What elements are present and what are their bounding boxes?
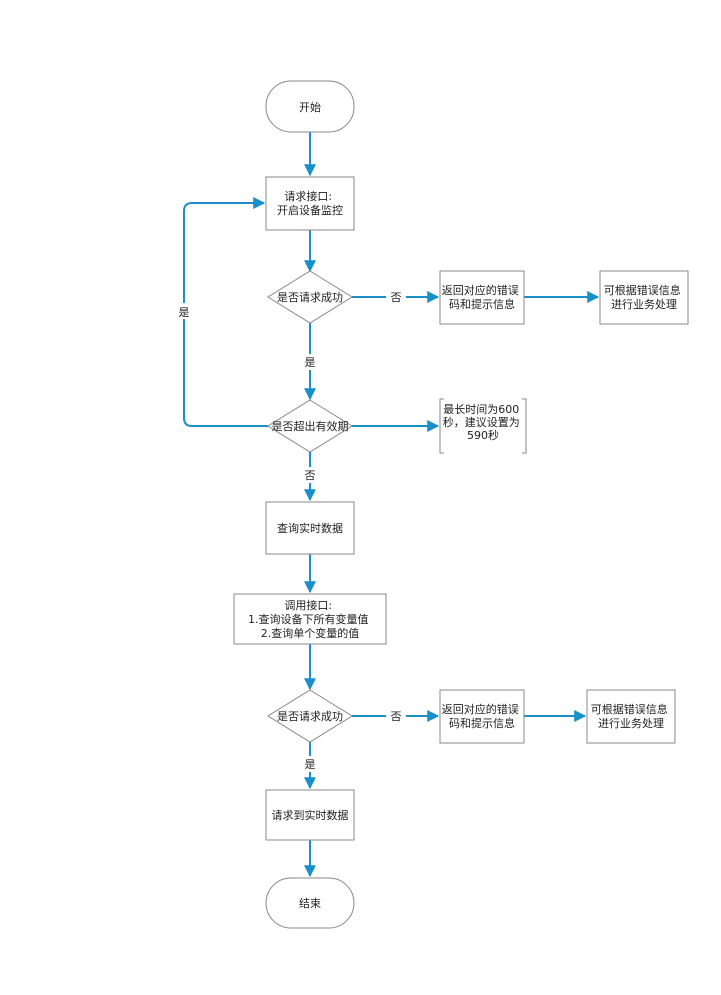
start-terminal — [265, 80, 355, 133]
request-monitor-label: 请求接口: 开启设备监控 — [277, 190, 343, 217]
got-realtime-label: 请求到实时数据 — [272, 808, 349, 822]
check-expire-label: 是否超出有效期 — [272, 419, 349, 433]
handle-error-label-1: 可根据错误信息 进行业务处理 — [604, 283, 685, 311]
end-label: 结束 — [299, 897, 321, 910]
edge-label-no-expire: 否 — [305, 469, 316, 482]
error-code-box-2 — [439, 689, 525, 744]
handle-error-box-2 — [586, 689, 676, 744]
error-code-label-1: 返回对应的错误 码和提示信息 — [442, 283, 523, 311]
start-label: 开始 — [299, 100, 321, 114]
edge-label-no-1: 否 — [391, 291, 402, 304]
check-request-success-2-label: 是否请求成功 — [277, 710, 343, 723]
query-realtime-label: 查询实时数据 — [277, 521, 343, 535]
edge-label-yes-loop: 是 — [179, 306, 190, 319]
call-api-box — [233, 593, 387, 645]
note-expire-text: 最长时间为600 秒，建议设置为 590秒 — [443, 403, 524, 442]
handle-error-label-2: 可根据错误信息 进行业务处理 — [591, 702, 672, 730]
call-api-label: 调用接口: 1.查询设备下所有变量值 2.查询单个变量的值 — [248, 599, 372, 640]
edge-label-no-2: 否 — [391, 710, 402, 723]
end-terminal — [265, 877, 355, 929]
edge-label-yes-1: 是 — [305, 356, 316, 369]
error-code-label-2: 返回对应的错误 码和提示信息 — [442, 702, 523, 730]
request-monitor-box — [265, 176, 355, 231]
check-request-success-2 — [267, 689, 353, 743]
note-expire-bracket — [439, 398, 527, 454]
handle-error-box-1 — [599, 270, 689, 325]
check-request-success-1-label: 是否请求成功 — [277, 291, 343, 304]
edge-label-yes-2: 是 — [305, 758, 316, 771]
arrow-expire-loop-yes — [183, 197, 268, 427]
connectors — [183, 132, 600, 878]
error-code-box-1 — [439, 270, 525, 325]
got-realtime-box — [265, 789, 355, 841]
check-request-success-1 — [267, 270, 353, 324]
query-realtime-box — [265, 501, 355, 555]
check-expire — [267, 399, 353, 453]
